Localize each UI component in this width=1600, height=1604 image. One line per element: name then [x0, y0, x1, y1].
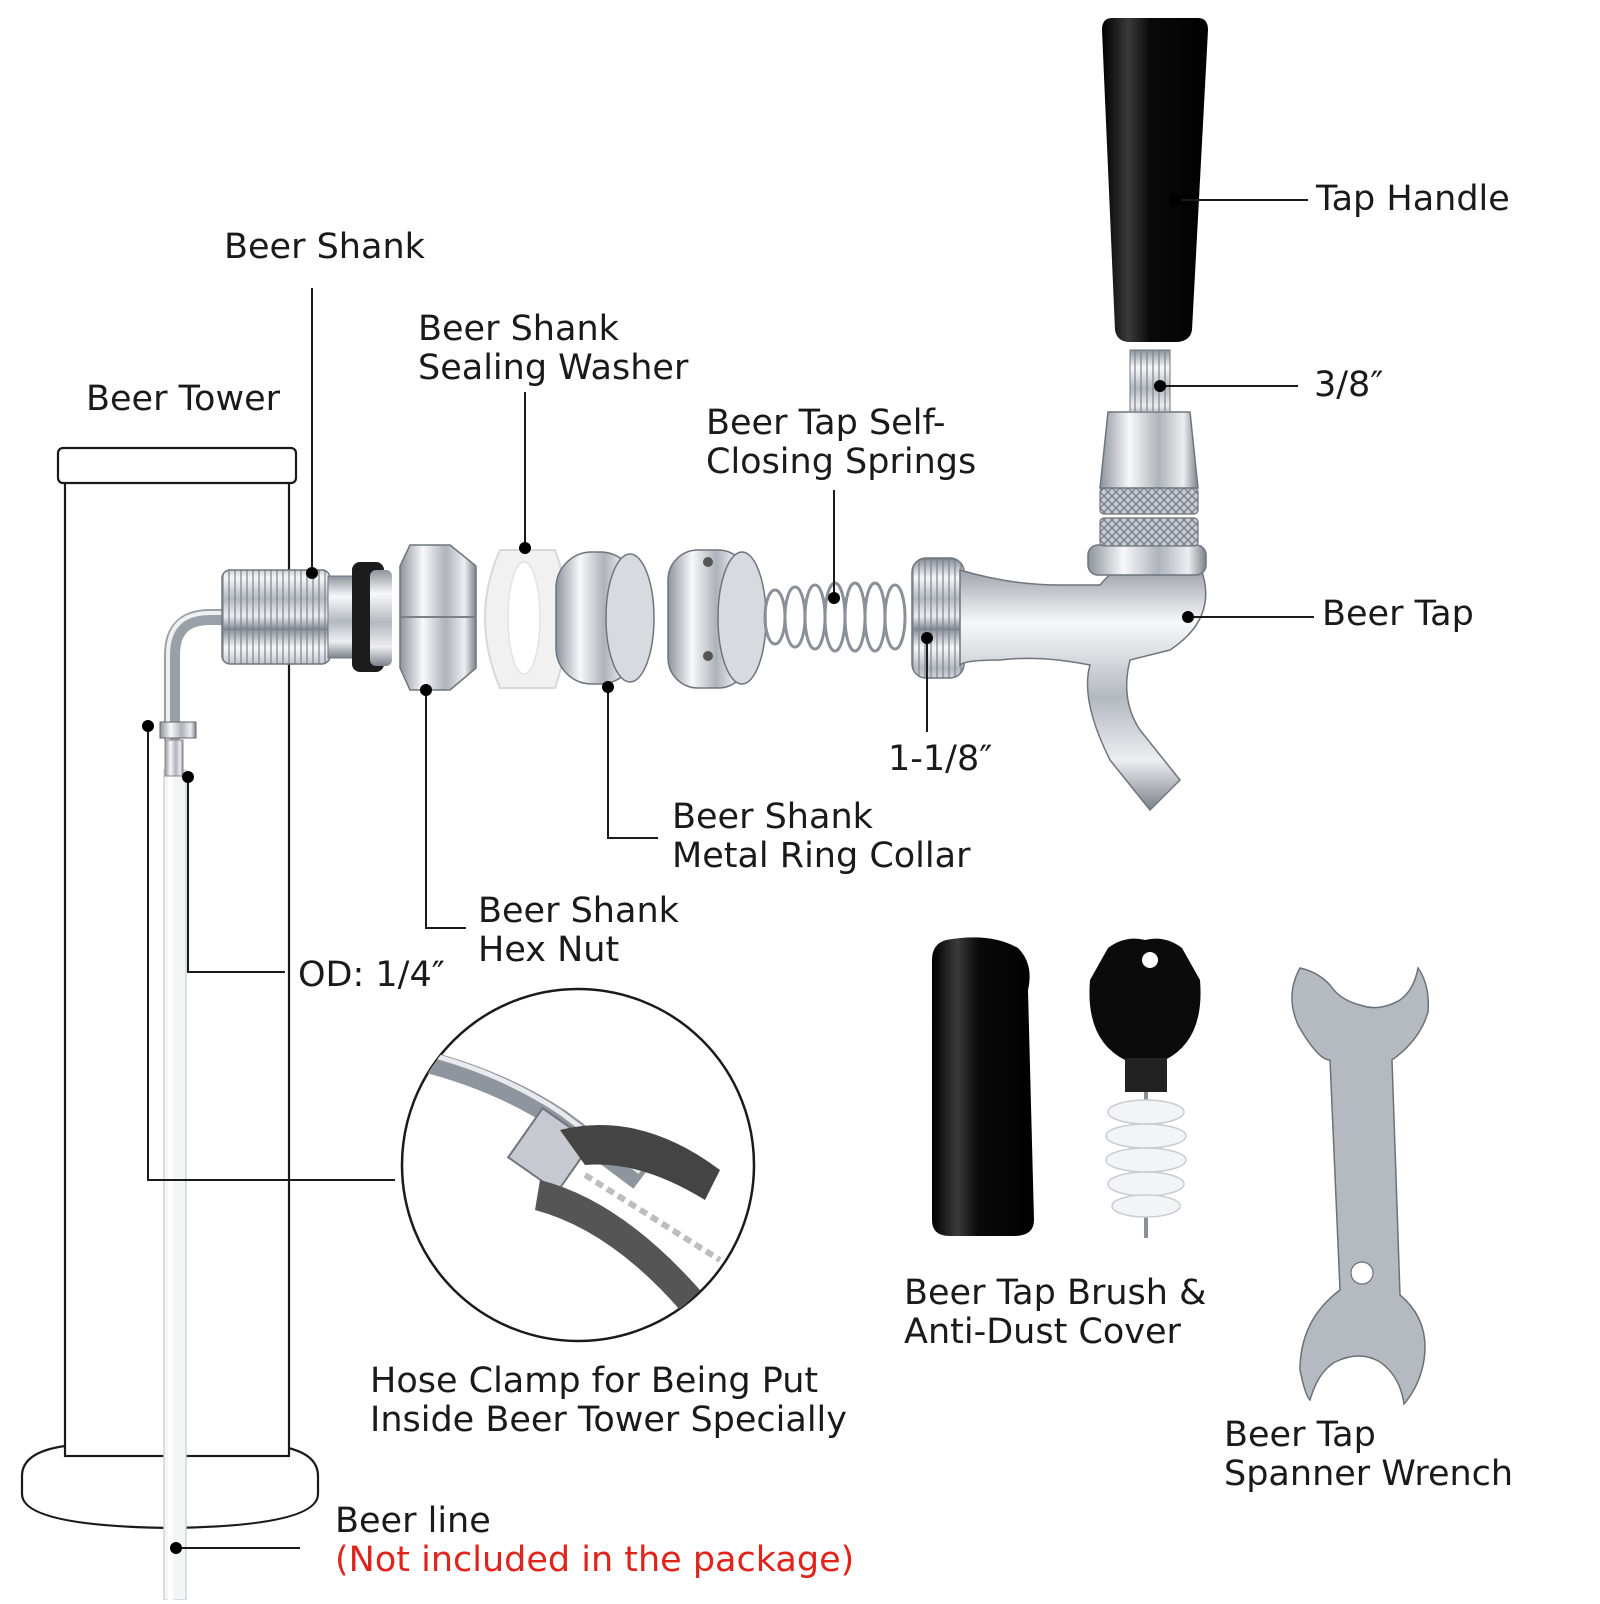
label-beer-tap: Beer Tap [1322, 594, 1474, 634]
label-beer-line: Beer line [335, 1501, 491, 1541]
shank-tube [164, 609, 225, 740]
hose-clamp-detail [400, 987, 756, 1343]
label-thread-1-1-8: 1-1/8″ [888, 739, 993, 779]
cleaning-brush [1089, 938, 1201, 1238]
metal-ring-collar [555, 551, 655, 685]
label-beer-shank: Beer Shank [224, 227, 425, 267]
hose-clamp [159, 721, 197, 739]
label-wrench-line1: Beer Tap [1224, 1415, 1376, 1455]
label-springs-line2: Closing Springs [706, 442, 977, 482]
hex-nut [399, 544, 477, 691]
label-hex-nut-line2: Hex Nut [478, 930, 620, 970]
label-od: OD: 1/4″ [298, 955, 445, 995]
beer-tap-body [911, 349, 1207, 812]
beer-line-tube [163, 769, 187, 1601]
leader-lines [147, 199, 1314, 1549]
label-brush-line2: Anti-Dust Cover [904, 1312, 1181, 1352]
anti-dust-cover [932, 937, 1034, 1236]
spring-collar [667, 549, 767, 689]
label-hex-nut-line1: Beer Shank [478, 891, 679, 931]
tap-handle [1102, 18, 1208, 342]
label-hose-clamp-line2: Inside Beer Tower Specially [370, 1400, 847, 1440]
label-thread-3-8: 3/8″ [1314, 365, 1384, 405]
self-closing-springs [763, 581, 907, 653]
tower-cap [56, 446, 298, 485]
label-collar-line2: Metal Ring Collar [672, 836, 971, 876]
label-springs-line1: Beer Tap Self- [706, 403, 946, 443]
sealing-washer [484, 549, 569, 689]
label-sealing-washer-line2: Sealing Washer [418, 348, 689, 388]
label-sealing-washer-line1: Beer Shank [418, 309, 619, 349]
beer-shank [221, 562, 392, 672]
spanner-wrench [1291, 966, 1430, 1406]
label-wrench-line2: Spanner Wrench [1224, 1454, 1514, 1494]
label-hose-clamp-line1: Hose Clamp for Being Put [370, 1361, 819, 1401]
label-brush-line1: Beer Tap Brush & [904, 1273, 1207, 1313]
leader-dots [142, 194, 1194, 1554]
label-tap-handle: Tap Handle [1316, 179, 1510, 219]
label-collar-line1: Beer Shank [672, 797, 873, 837]
label-beer-tower: Beer Tower [86, 379, 280, 419]
label-not-included: (Not included in the package) [335, 1540, 855, 1580]
